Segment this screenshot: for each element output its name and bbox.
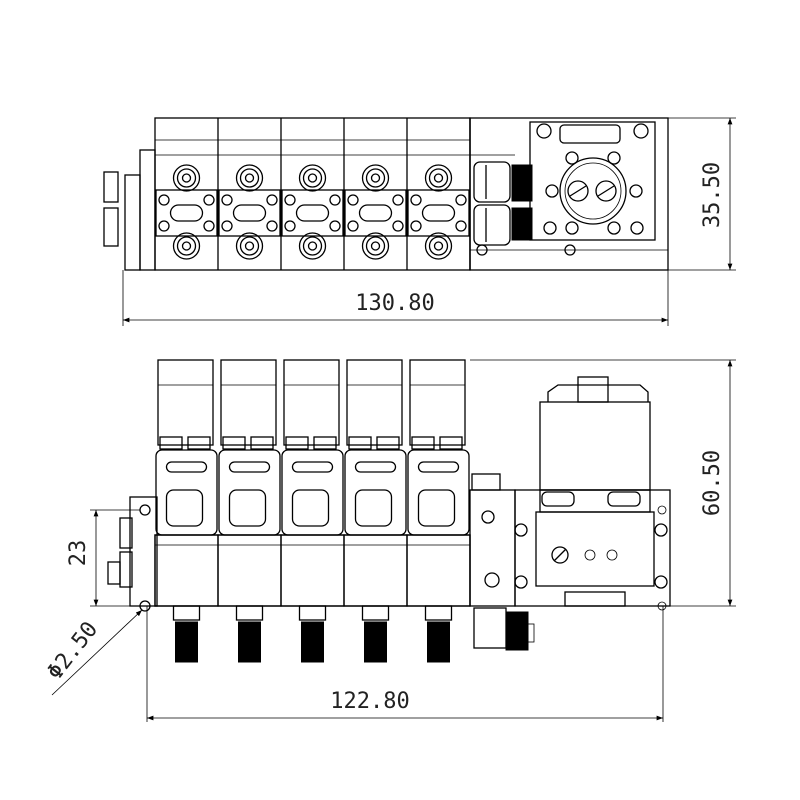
solenoid-coil xyxy=(346,359,403,446)
connector-plug xyxy=(175,621,198,663)
top-regulator-section xyxy=(469,117,669,271)
top-valve-section xyxy=(407,118,471,270)
connector-plug xyxy=(238,621,261,663)
front-valve-section xyxy=(154,359,219,663)
fitting-icon xyxy=(424,164,453,192)
solenoid-coil xyxy=(409,359,466,446)
front-manifold xyxy=(154,534,471,607)
dim-60-50: 60.50 xyxy=(700,450,725,516)
dim-35-50: 35.50 xyxy=(700,162,725,228)
dimension-mount-width: 122.80 xyxy=(146,606,664,722)
front-valve-section xyxy=(217,359,282,663)
dimension-top-height: 35.50 xyxy=(655,117,736,271)
fitting-icon xyxy=(298,232,327,260)
connector-plug xyxy=(301,621,324,663)
front-regulator-base xyxy=(514,489,671,607)
front-gauge-body xyxy=(539,401,651,491)
fitting-icon xyxy=(172,232,201,260)
front-valve-section xyxy=(343,359,408,663)
top-valve-section xyxy=(155,118,219,270)
fitting-icon xyxy=(172,164,201,192)
front-end-plate xyxy=(129,496,158,607)
front-valve-section xyxy=(280,359,345,663)
dimension-front-height: 60.50 xyxy=(470,359,736,607)
front-view xyxy=(107,359,671,663)
top-valve-body xyxy=(154,117,471,271)
fitting-icon xyxy=(361,232,390,260)
connector-plug xyxy=(427,621,450,663)
fitting-icon xyxy=(424,232,453,260)
top-valve-section xyxy=(281,118,345,270)
dim-130-80: 130.80 xyxy=(355,291,434,316)
dim-diameter-2-50: Φ2.50 xyxy=(43,617,103,685)
fitting-icon xyxy=(361,164,390,192)
solenoid-coil xyxy=(157,359,214,446)
top-valve-section xyxy=(344,118,408,270)
dim-23: 23 xyxy=(66,540,91,567)
top-regulator-block xyxy=(529,121,656,241)
top-gauge-face xyxy=(559,157,627,225)
connector-plug xyxy=(364,621,387,663)
dimension-hole-spacing: 23 xyxy=(66,509,140,607)
fitting-icon xyxy=(235,164,264,192)
front-valve-section xyxy=(406,359,471,663)
solenoid-coil xyxy=(283,359,340,446)
dim-122-80: 122.80 xyxy=(330,689,409,714)
dimension-hole-diameter: Φ2.50 xyxy=(43,609,143,696)
fitting-icon xyxy=(235,232,264,260)
top-end-plate xyxy=(139,149,156,271)
top-valve-section xyxy=(218,118,282,270)
top-view xyxy=(103,117,669,271)
dimension-top-width: 130.80 xyxy=(122,270,669,326)
fitting-icon xyxy=(298,164,327,192)
solenoid-coil xyxy=(220,359,277,446)
